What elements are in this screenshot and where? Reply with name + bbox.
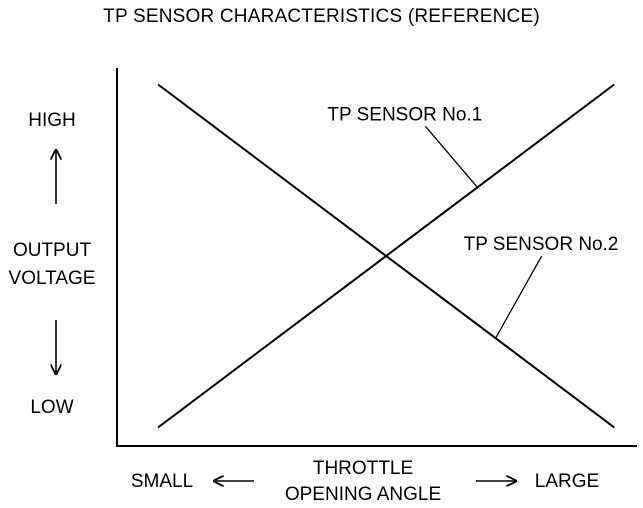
x-axis-label-line-1: THROTTLE — [313, 458, 413, 479]
series-line-tp-sensor-no2 — [157, 83, 615, 429]
x-large-label: LARGE — [535, 471, 599, 492]
y-high-label: HIGH — [28, 110, 76, 131]
series-label-tp-sensor-no1: TP SENSOR No.1 — [327, 104, 482, 125]
chart-title: TP SENSOR CHARACTERISTICS (REFERENCE) — [103, 6, 540, 27]
y-axis-label-line-2: VOLTAGE — [9, 268, 96, 289]
x-small-label: SMALL — [131, 471, 193, 492]
x-axis-label-line-2: OPENING ANGLE — [285, 484, 441, 505]
series-label-leader-no1 — [424, 125, 478, 188]
series-label-tp-sensor-no2: TP SENSOR No.2 — [464, 234, 619, 255]
series-label-leader-no2 — [495, 255, 543, 339]
y-low-label: LOW — [30, 397, 73, 418]
y-axis-label-line-1: OUTPUT — [13, 240, 92, 261]
